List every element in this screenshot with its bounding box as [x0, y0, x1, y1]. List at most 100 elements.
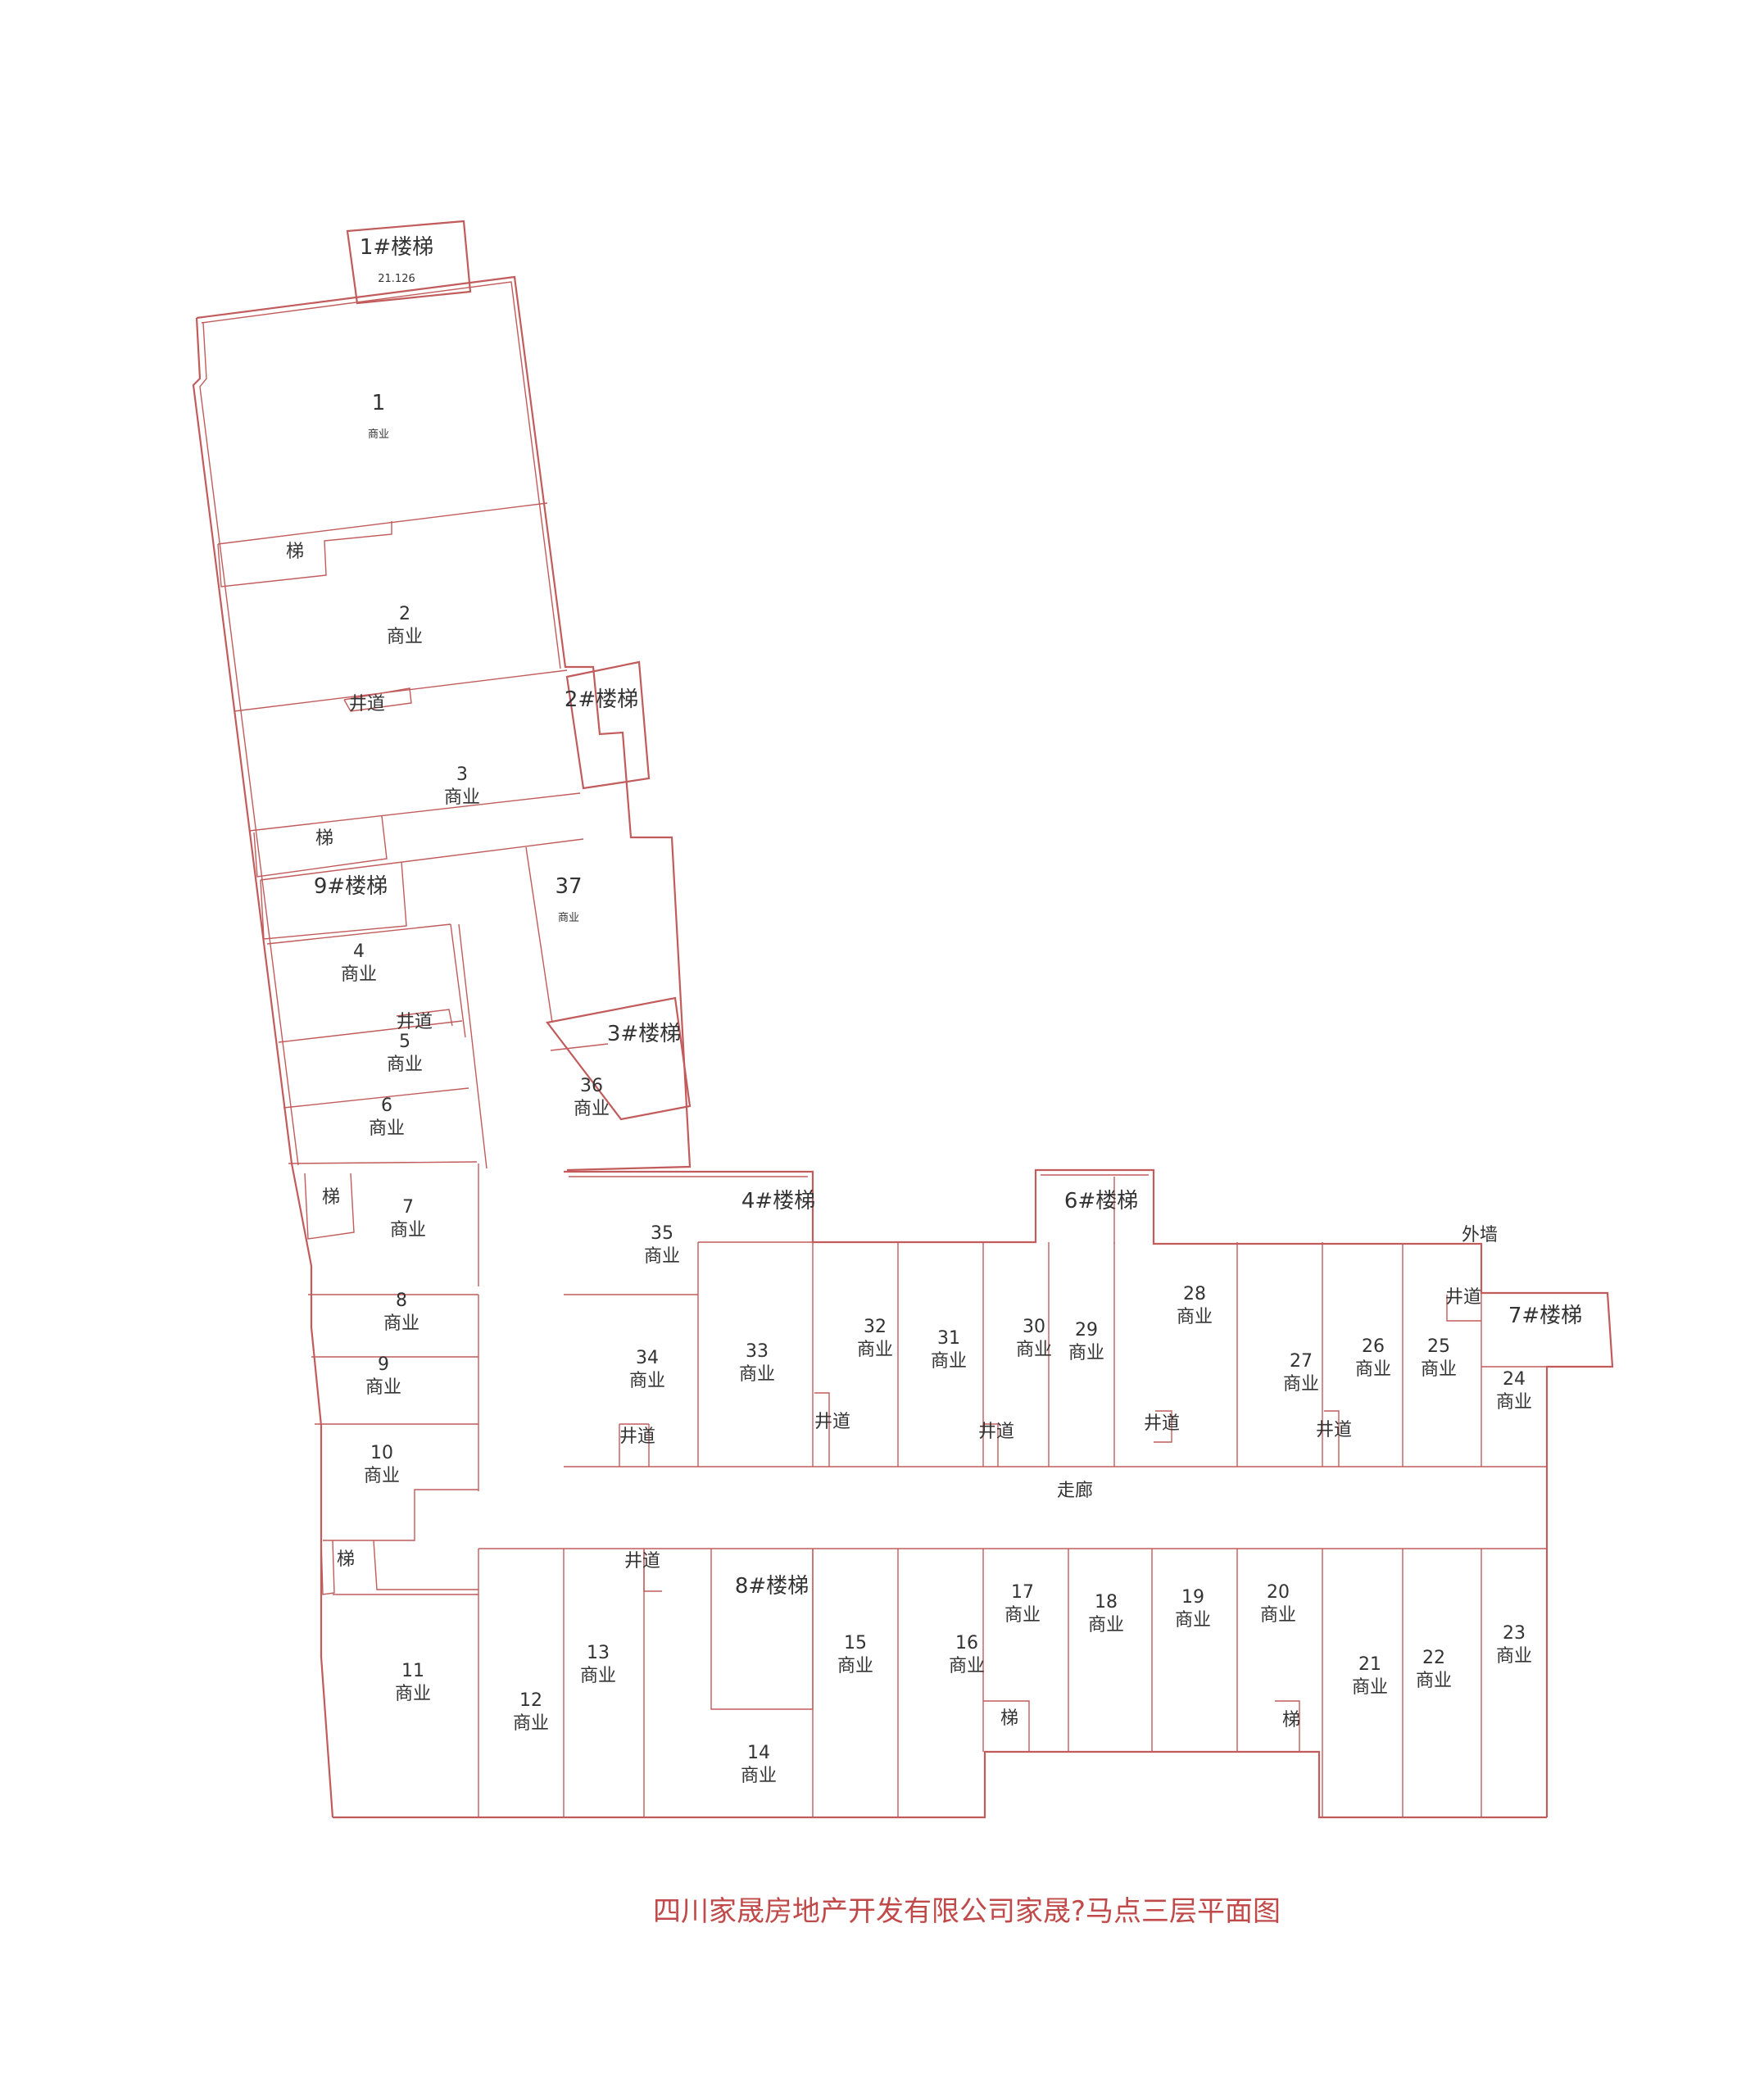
- unit-number: 19: [1181, 1587, 1204, 1608]
- shaft-label: 井道: [349, 694, 385, 714]
- north-wing-walls: [192, 220, 695, 1818]
- stair-8-label: 8#楼梯: [735, 1574, 809, 1599]
- shaft-label: 井道: [814, 1412, 850, 1432]
- unit-use-label: 商业: [1175, 1610, 1211, 1631]
- unit-number: 1: [372, 391, 386, 415]
- small-stair-label: 梯: [286, 542, 304, 562]
- unit-number: 32: [864, 1317, 887, 1337]
- stair-6-label: 6#楼梯: [1064, 1189, 1138, 1213]
- unit-number: 21: [1358, 1654, 1381, 1675]
- unit-number: 2: [399, 604, 410, 624]
- unit-number: 36: [580, 1076, 603, 1096]
- unit-number: 25: [1427, 1336, 1450, 1357]
- unit-use-label: 商业: [444, 787, 480, 808]
- shaft-label: 井道: [978, 1422, 1014, 1442]
- unit-number: 11: [401, 1661, 424, 1681]
- unit-number: 5: [399, 1032, 410, 1052]
- unit-number: 9: [378, 1354, 389, 1375]
- unit-number: 31: [937, 1328, 960, 1349]
- stair-9-label: 9#楼梯: [314, 874, 388, 899]
- unit-number: 30: [1023, 1317, 1045, 1337]
- unit-use-label: 商业: [364, 1466, 400, 1486]
- outer-wall-label: 外墙: [1462, 1225, 1498, 1245]
- unit-use-label: 商业: [1355, 1359, 1391, 1380]
- unit-use-label: 商业: [644, 1246, 680, 1267]
- unit-use-label: 商业: [1088, 1615, 1124, 1635]
- unit-use-label: 商业: [1016, 1340, 1052, 1360]
- unit-use-label: 商业: [365, 1377, 401, 1398]
- unit-use-label: 商业: [1496, 1392, 1532, 1413]
- unit-number: 29: [1075, 1320, 1098, 1340]
- shaft-label: 井道: [619, 1427, 655, 1447]
- small-stair-label: 梯: [337, 1549, 355, 1570]
- shaft-label: 井道: [1445, 1287, 1481, 1308]
- unit-use-label: 商业: [1416, 1671, 1452, 1691]
- shaft-label: 井道: [397, 1012, 433, 1032]
- unit-number: 4: [353, 941, 365, 962]
- unit-use-label: 商业: [739, 1364, 775, 1385]
- stair-3-label: 3#楼梯: [607, 1022, 681, 1046]
- stair-2-label: 2#楼梯: [565, 687, 638, 712]
- shaft-label: 井道: [1144, 1413, 1180, 1434]
- unit-use-label: 商业: [837, 1656, 873, 1676]
- small-stair-label: 梯: [1000, 1708, 1018, 1729]
- plan-title: 四川家晟房地产开发有限公司家晟?马点三层平面图: [653, 1895, 1281, 1928]
- unit-number: 27: [1290, 1351, 1313, 1372]
- unit-use-label: 商业: [857, 1340, 893, 1360]
- south-wing-walls: [304, 1164, 1614, 1819]
- unit-use-label: 商业: [1352, 1677, 1388, 1698]
- unit-use-label: 商业: [1496, 1646, 1532, 1667]
- unit-use-label: 商业: [574, 1099, 610, 1119]
- unit-number: 26: [1362, 1336, 1385, 1357]
- unit-number: 24: [1503, 1369, 1526, 1390]
- unit-number: 10: [370, 1443, 393, 1463]
- unit-number: 35: [651, 1223, 673, 1244]
- unit-use-label: 商业: [387, 627, 423, 647]
- unit-use-label: 商业: [558, 912, 579, 924]
- unit-use-label: 商业: [513, 1713, 549, 1734]
- unit-use-label: 商业: [369, 1118, 405, 1139]
- unit-number: 7: [402, 1197, 414, 1218]
- unit-use-label: 商业: [368, 429, 389, 441]
- unit-use-label: 商业: [1177, 1307, 1213, 1327]
- unit-use-label: 商业: [741, 1766, 777, 1786]
- unit-number: 13: [587, 1643, 610, 1663]
- unit-use-label: 商业: [1004, 1605, 1041, 1626]
- unit-use-label: 商业: [387, 1055, 423, 1075]
- unit-use-label: 商业: [949, 1656, 985, 1676]
- unit-number: 22: [1422, 1648, 1445, 1668]
- unit-use-label: 商业: [341, 964, 377, 985]
- unit-use-label: 商业: [629, 1371, 665, 1391]
- unit-number: 3: [456, 764, 468, 785]
- unit-use-label: 商业: [1068, 1343, 1104, 1363]
- stair-1-label: 1#楼梯: [360, 235, 433, 260]
- unit-number: 18: [1095, 1592, 1118, 1613]
- unit-use-label: 商业: [383, 1313, 419, 1334]
- unit-number: 33: [746, 1341, 769, 1362]
- shaft-label: 井道: [1316, 1420, 1352, 1440]
- small-stair-label: 梯: [1282, 1710, 1300, 1731]
- unit-use-label: 商业: [395, 1684, 431, 1704]
- unit-use-label: 商业: [931, 1351, 967, 1372]
- unit-use-label: 商业: [1283, 1374, 1319, 1395]
- unit-number: 28: [1183, 1284, 1206, 1304]
- unit-number: 37: [555, 874, 582, 899]
- stair-1-outline: [346, 220, 472, 305]
- small-stair-label: 梯: [315, 828, 333, 849]
- unit-number: 16: [955, 1633, 978, 1653]
- unit-number: 14: [747, 1743, 770, 1763]
- unit-use-label: 商业: [580, 1666, 616, 1686]
- small-stair-label: 梯: [322, 1187, 340, 1208]
- unit-use-label: 商业: [1260, 1605, 1296, 1626]
- stair-2-outline: [565, 660, 651, 790]
- unit-number: 15: [844, 1633, 867, 1653]
- unit-number: 12: [519, 1690, 542, 1711]
- unit-use-label: 商业: [390, 1220, 426, 1241]
- stair-3-outline: [546, 996, 692, 1121]
- unit-number: 20: [1267, 1582, 1290, 1603]
- unit-number: 34: [636, 1348, 659, 1368]
- unit-number: 17: [1011, 1582, 1034, 1603]
- unit-number: 6: [381, 1095, 392, 1116]
